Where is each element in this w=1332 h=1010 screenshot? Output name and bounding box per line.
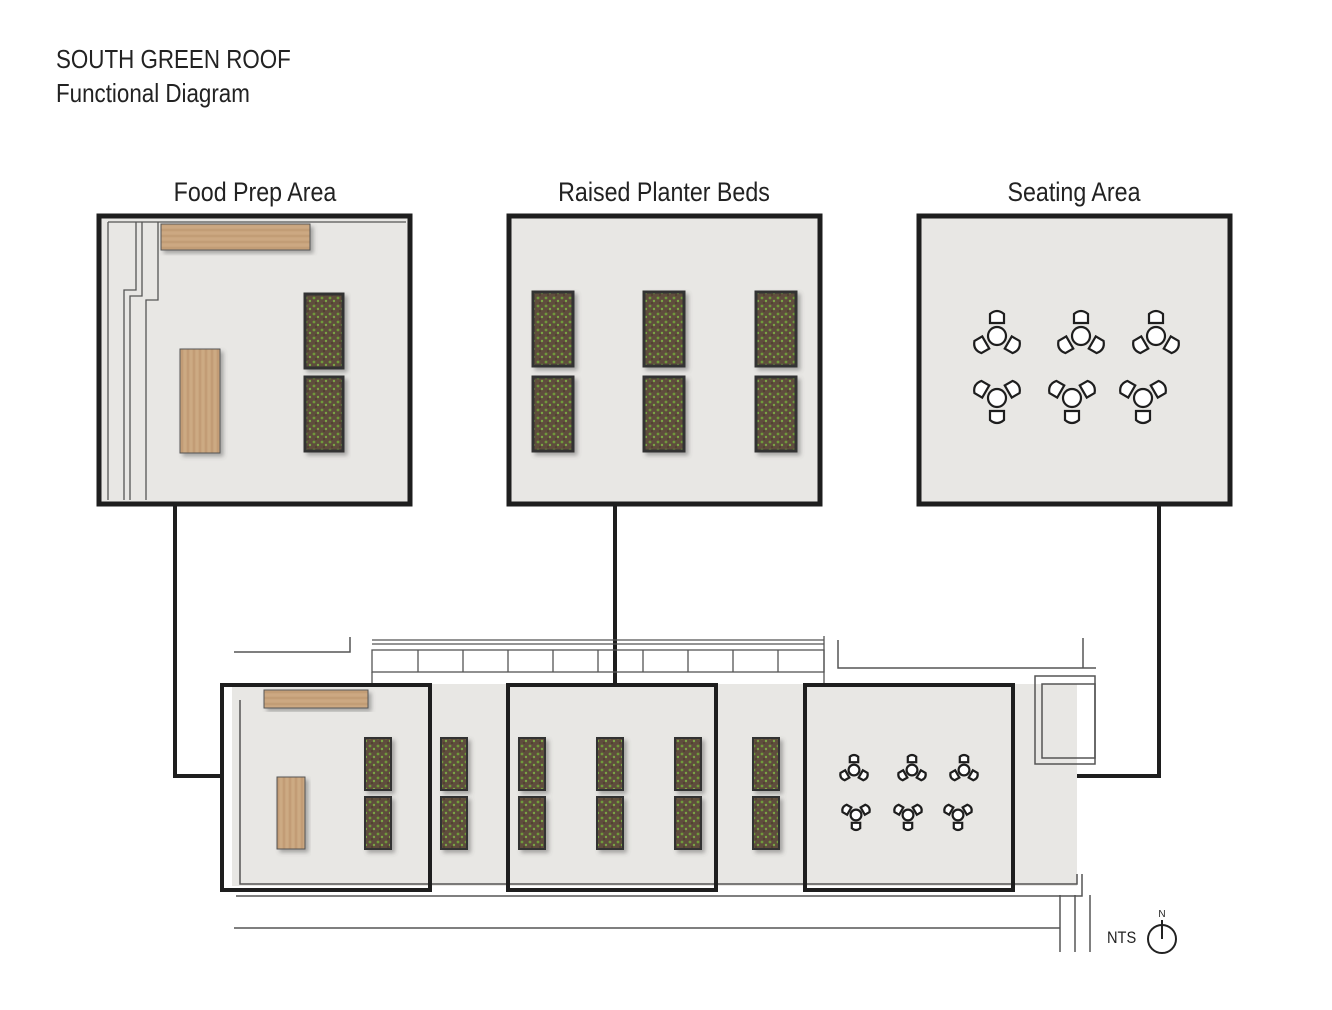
plan-frame-planter-beds [506,683,718,892]
parapet-walls [234,637,1096,952]
table-with-chairs-icon [973,309,1021,355]
site-plan [220,636,1096,952]
table-with-chairs-icon [839,753,869,782]
table-with-chairs-icon [1119,379,1167,425]
connector-food-prep [173,504,224,778]
diagram-subtitle: Functional Diagram [56,78,250,108]
table-with-chairs-icon [897,753,927,782]
table-with-chairs-icon [1132,309,1180,355]
frame-seating [916,213,1233,507]
table-with-chairs-icon [1057,309,1105,355]
planter-bed [531,375,575,453]
zone-label-planter-beds: Raised Planter Beds [558,177,770,207]
frame-planter-beds [506,213,823,507]
planter-bed [754,375,798,453]
scale-note: NTS [1107,928,1137,947]
north-label: N [1158,909,1165,920]
planter-bed [303,375,345,453]
prep-counter [160,223,311,251]
seating-groups [973,309,1180,425]
zone-label-seating: Seating Area [1007,177,1141,207]
plan-frame-seating [803,683,1015,892]
roof-paving [232,684,1077,886]
planters-small [364,737,780,850]
railing [371,636,825,684]
planter-bed [531,290,575,368]
prep-table [179,348,221,454]
planter-bed [642,290,686,368]
zone-label-food-prep: Food Prep Area [173,177,337,207]
prep-table-small [276,776,306,850]
table-with-chairs-icon [973,379,1021,425]
plan-frame-food-prep [220,683,432,892]
table-with-chairs-icon [841,803,871,832]
frame-food-prep [96,213,413,507]
planter-bed [303,292,345,370]
diagram-title: SOUTH GREEN ROOF [56,44,291,74]
table-with-chairs-icon [943,803,973,832]
table-with-chairs-icon [949,753,979,782]
north-arrow-icon: N [1147,909,1177,954]
planter-bed [754,290,798,368]
detail-seating [916,213,1233,507]
table-with-chairs-icon [1048,379,1096,425]
detail-planter-beds [506,213,823,507]
detail-food-prep [96,213,413,507]
plan-zone-frames [220,683,1015,892]
planter-bed [642,375,686,453]
table-with-chairs-icon [893,803,923,832]
prep-counter-small [263,689,369,709]
seating-small [839,753,979,832]
